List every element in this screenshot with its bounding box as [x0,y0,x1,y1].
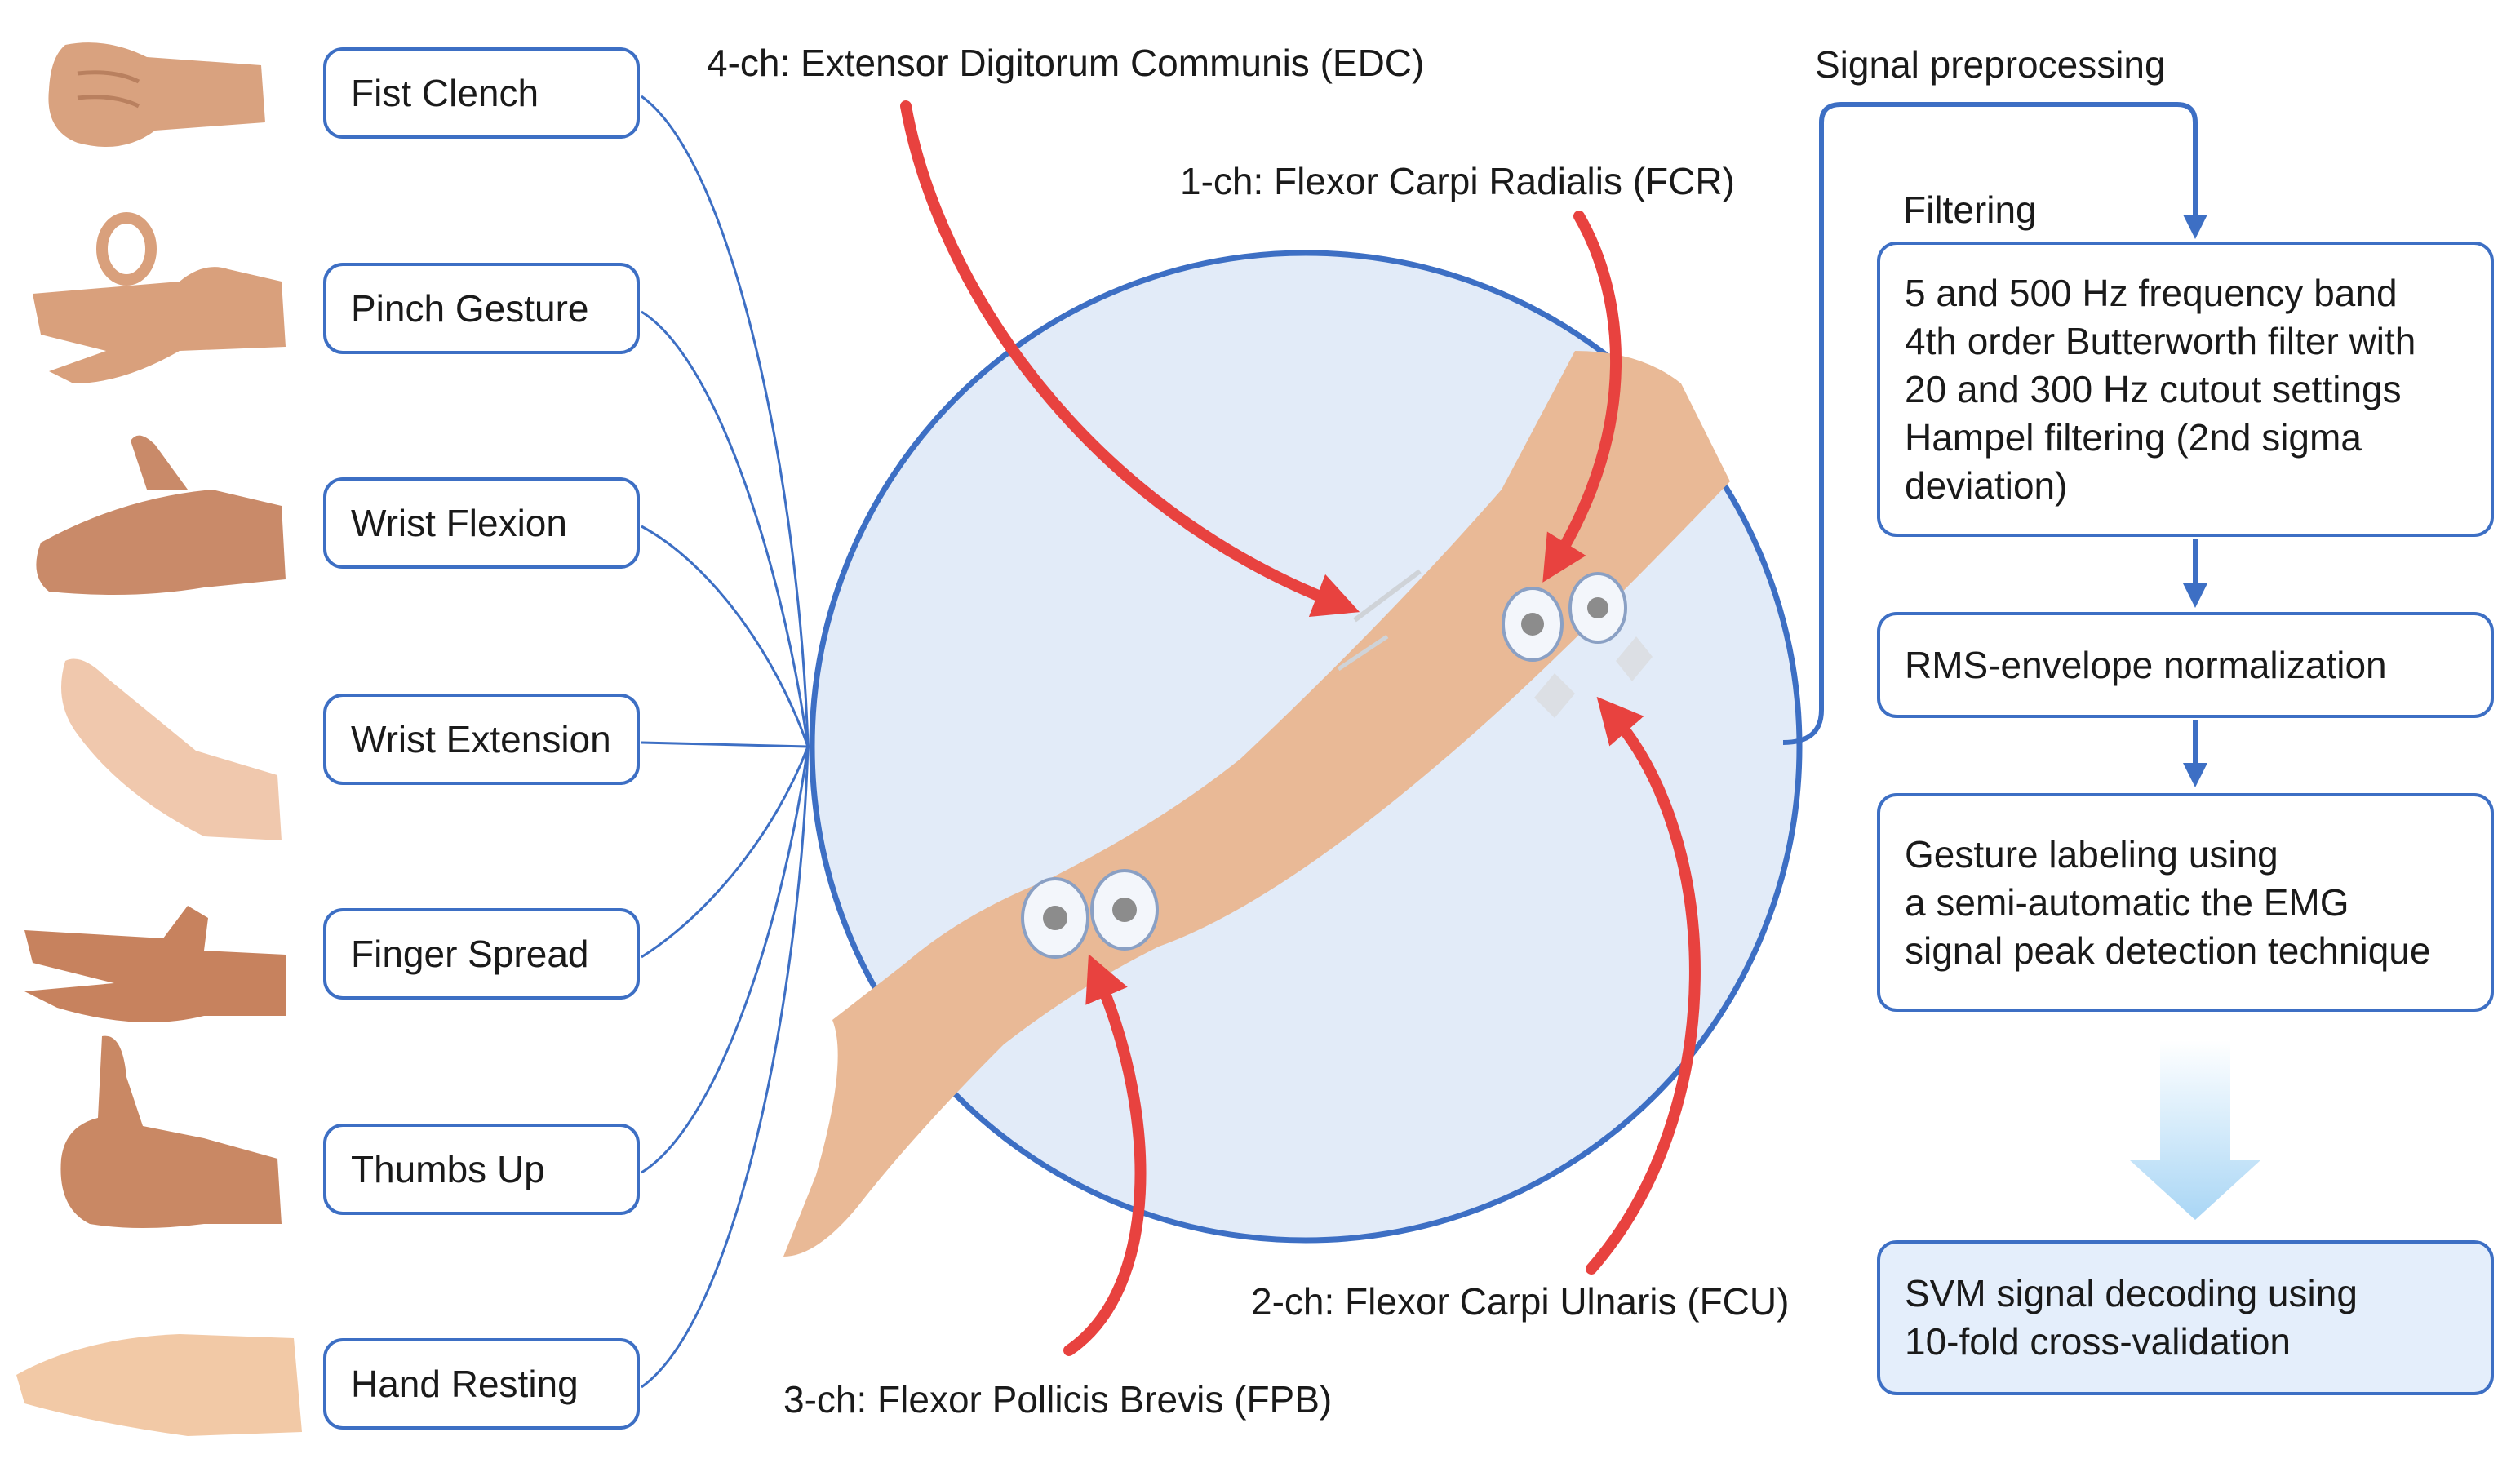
labeling-line: Gesture labeling using [1905,832,2278,876]
label-ch3-fpb: 3-ch: Flexor Pollicis Brevis (FPB) [783,1378,1333,1421]
hand-wrist-flexion-icon [36,435,286,595]
hand-wrist-extension-icon [61,658,282,840]
rms-box: RMS-envelope normalization [1877,612,2494,718]
svm-box: SVM signal decoding using 10-fold cross-… [1877,1240,2494,1395]
gesture-label: Wrist Extension [351,718,611,760]
label-ch2-fcu: 2-ch: Flexor Carpi Ulnaris (FCU) [1251,1280,1790,1323]
gesture-box-hand-resting: Hand Resting [323,1338,640,1430]
gesture-label: Pinch Gesture [351,287,589,330]
gesture-box-wrist-flexion: Wrist Flexion [323,477,640,569]
filtering-line: 20 and 300 Hz cutout settings [1905,367,2402,410]
gesture-label: Fist Clench [351,72,539,114]
filtering-line: 4th order Butterworth filter with [1905,319,2416,362]
pipeline-title: Signal preprocessing [1815,43,2166,86]
svm-line: SVM signal decoding using [1905,1272,2358,1314]
channel-arrows [900,100,1701,1356]
gesture-connectors [641,95,810,1389]
forearm-illustration [783,351,1730,1257]
connector-pinch-gesture [641,310,810,747]
hand-finger-spread-icon [24,906,286,1022]
hand-pinch-icon [33,212,286,383]
pipeline-connectors [1782,102,2207,787]
connector-thumbs-up [641,746,810,1174]
filtering-box: 5 and 500 Hz frequency band 4th order Bu… [1877,242,2494,537]
filtering-line: deviation) [1905,463,2068,507]
gesture-label: Hand Resting [351,1363,579,1405]
arrow-ch3-fpb [1063,954,1147,1356]
hand-resting-icon [16,1334,302,1436]
filtering-line: Hampel filtering (2nd sigma [1905,415,2362,459]
connector-wrist-extension [641,741,809,748]
svm-line: 10-fold cross-validation [1905,1320,2292,1363]
filtering-label: Filtering [1903,188,2037,231]
connector-finger-spread [641,746,810,959]
arrow-ch4-edc [900,100,1360,617]
hand-fist-icon [48,42,265,148]
gesture-box-thumbs-up: Thumbs Up [323,1124,640,1215]
labeling-line: signal peak detection technique [1905,929,2431,972]
filtering-line: 5 and 500 Hz frequency band [1905,271,2398,314]
hand-thumbs-up-icon [60,1035,282,1228]
gesture-box-finger-spread: Finger Spread [323,908,640,1000]
rms-text: RMS-envelope normalization [1905,643,2387,686]
fade-down-arrow [2130,1040,2260,1220]
connector-fist-clench [641,95,810,747]
arrow-ch2-fcu [1586,696,1701,1275]
gesture-box-pinch-gesture: Pinch Gesture [323,263,640,354]
electrodes [1021,569,1653,959]
labeling-box: Gesture labeling using a semi-automatic … [1877,793,2494,1012]
arrow-ch1-fcr [1542,211,1622,583]
label-ch4-edc: 4-ch: Extensor Digitorum Communis (EDC) [707,42,1425,84]
gesture-label: Wrist Flexion [351,502,567,544]
bracket-to-filtering [1782,102,2207,745]
gesture-label: Thumbs Up [351,1148,545,1190]
labeling-line: a semi-automatic the EMG [1905,880,2349,924]
gesture-label: Finger Spread [351,933,589,975]
connector-wrist-flexion [641,525,810,747]
label-ch1-fcr: 1-ch: Flexor Carpi Radialis (FCR) [1180,160,1735,202]
connector-hand-resting [641,746,810,1389]
gesture-box-wrist-extension: Wrist Extension [323,694,640,785]
gesture-box-fist-clench: Fist Clench [323,47,640,139]
